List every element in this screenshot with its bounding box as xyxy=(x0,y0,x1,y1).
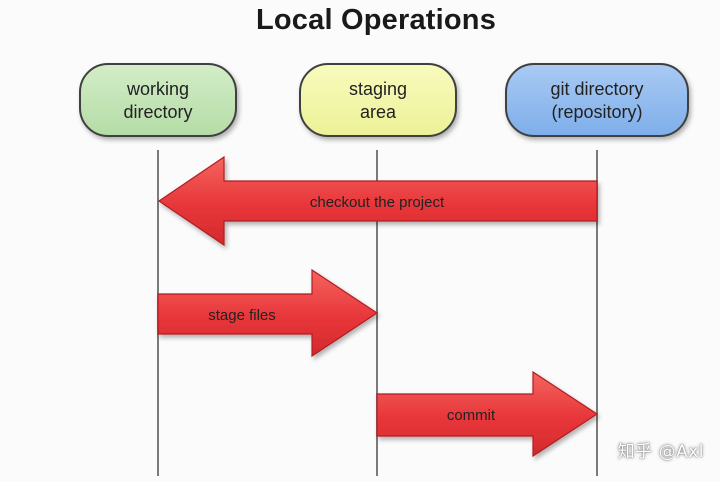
working-directory-label-line2: directory xyxy=(123,102,192,122)
stage-files-arrow xyxy=(157,268,379,358)
git-directory-label-line1: git directory xyxy=(550,79,643,99)
working-directory-node xyxy=(79,63,237,137)
checkout-arrow xyxy=(157,155,598,247)
staging-area-label-line1: staging xyxy=(349,79,407,99)
staging-area-node xyxy=(299,63,457,137)
working-directory-label-line1: working xyxy=(126,79,189,99)
commit-arrow xyxy=(376,370,599,458)
stage-files-arrow-label: stage files xyxy=(208,307,276,324)
diagram-title: Local Operations xyxy=(255,4,497,36)
git-directory-label-line2: (repository) xyxy=(551,102,642,122)
git-directory-node xyxy=(505,63,689,137)
staging-area-label-line2: area xyxy=(360,102,397,122)
checkout-arrow-label: checkout the project xyxy=(310,194,445,211)
commit-arrow-label: commit xyxy=(447,407,496,424)
zhihu-watermark: 知乎 @Axl xyxy=(617,442,704,462)
